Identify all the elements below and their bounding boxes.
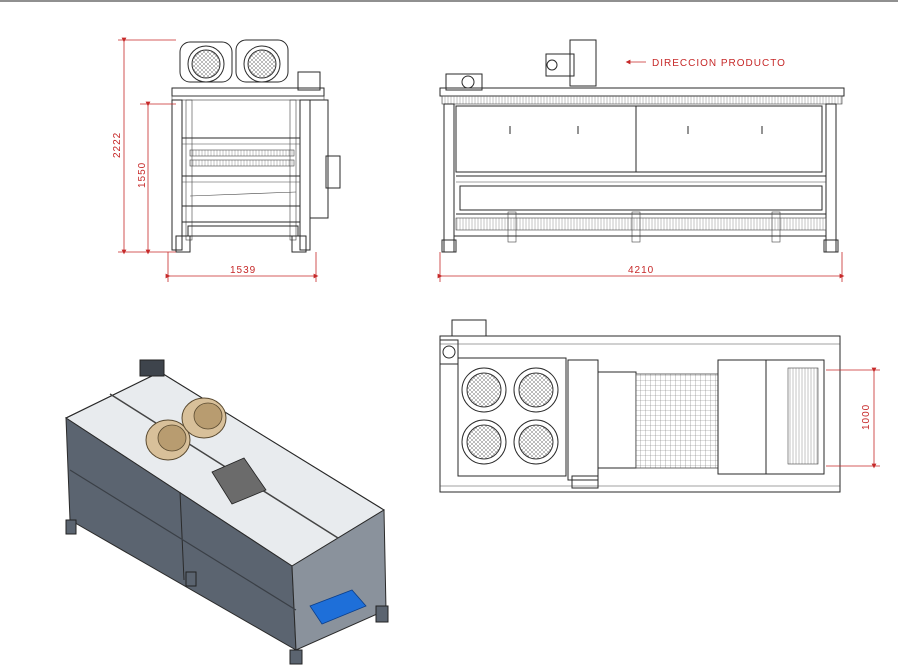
side-length-label: 4210 [628, 265, 654, 276]
front-width-label: 1539 [230, 265, 256, 276]
top-fan-1 [461, 367, 507, 413]
front-fan-right [235, 39, 289, 83]
iso-conveyor-belt [309, 589, 367, 625]
iso-fan-1 [145, 419, 191, 461]
top-depth-label: 1000 [861, 404, 872, 430]
side-panel-right [635, 105, 823, 173]
top-fan-2 [513, 367, 559, 413]
front-view: 2222 1550 1539 [112, 37, 341, 282]
top-view: 1000 [439, 319, 880, 493]
front-fan-left [179, 41, 233, 83]
iso-motor [139, 359, 165, 377]
isometric-view [64, 359, 389, 665]
side-panel-left [455, 105, 637, 173]
top-fan-3 [461, 419, 507, 465]
top-outer-frame [439, 335, 841, 493]
front-frame-height-label: 1550 [137, 162, 148, 188]
iso-fan-2 [181, 397, 227, 439]
top-fan-4 [513, 419, 559, 465]
front-side-cabinet [309, 99, 329, 219]
side-fan-housing [569, 39, 597, 87]
front-motor [297, 71, 321, 91]
side-view: DIRECCION PRODUCTO 4210 [437, 39, 845, 282]
flow-direction-label: DIRECCION PRODUCTO [652, 58, 786, 69]
front-overall-height-label: 2222 [112, 132, 123, 158]
